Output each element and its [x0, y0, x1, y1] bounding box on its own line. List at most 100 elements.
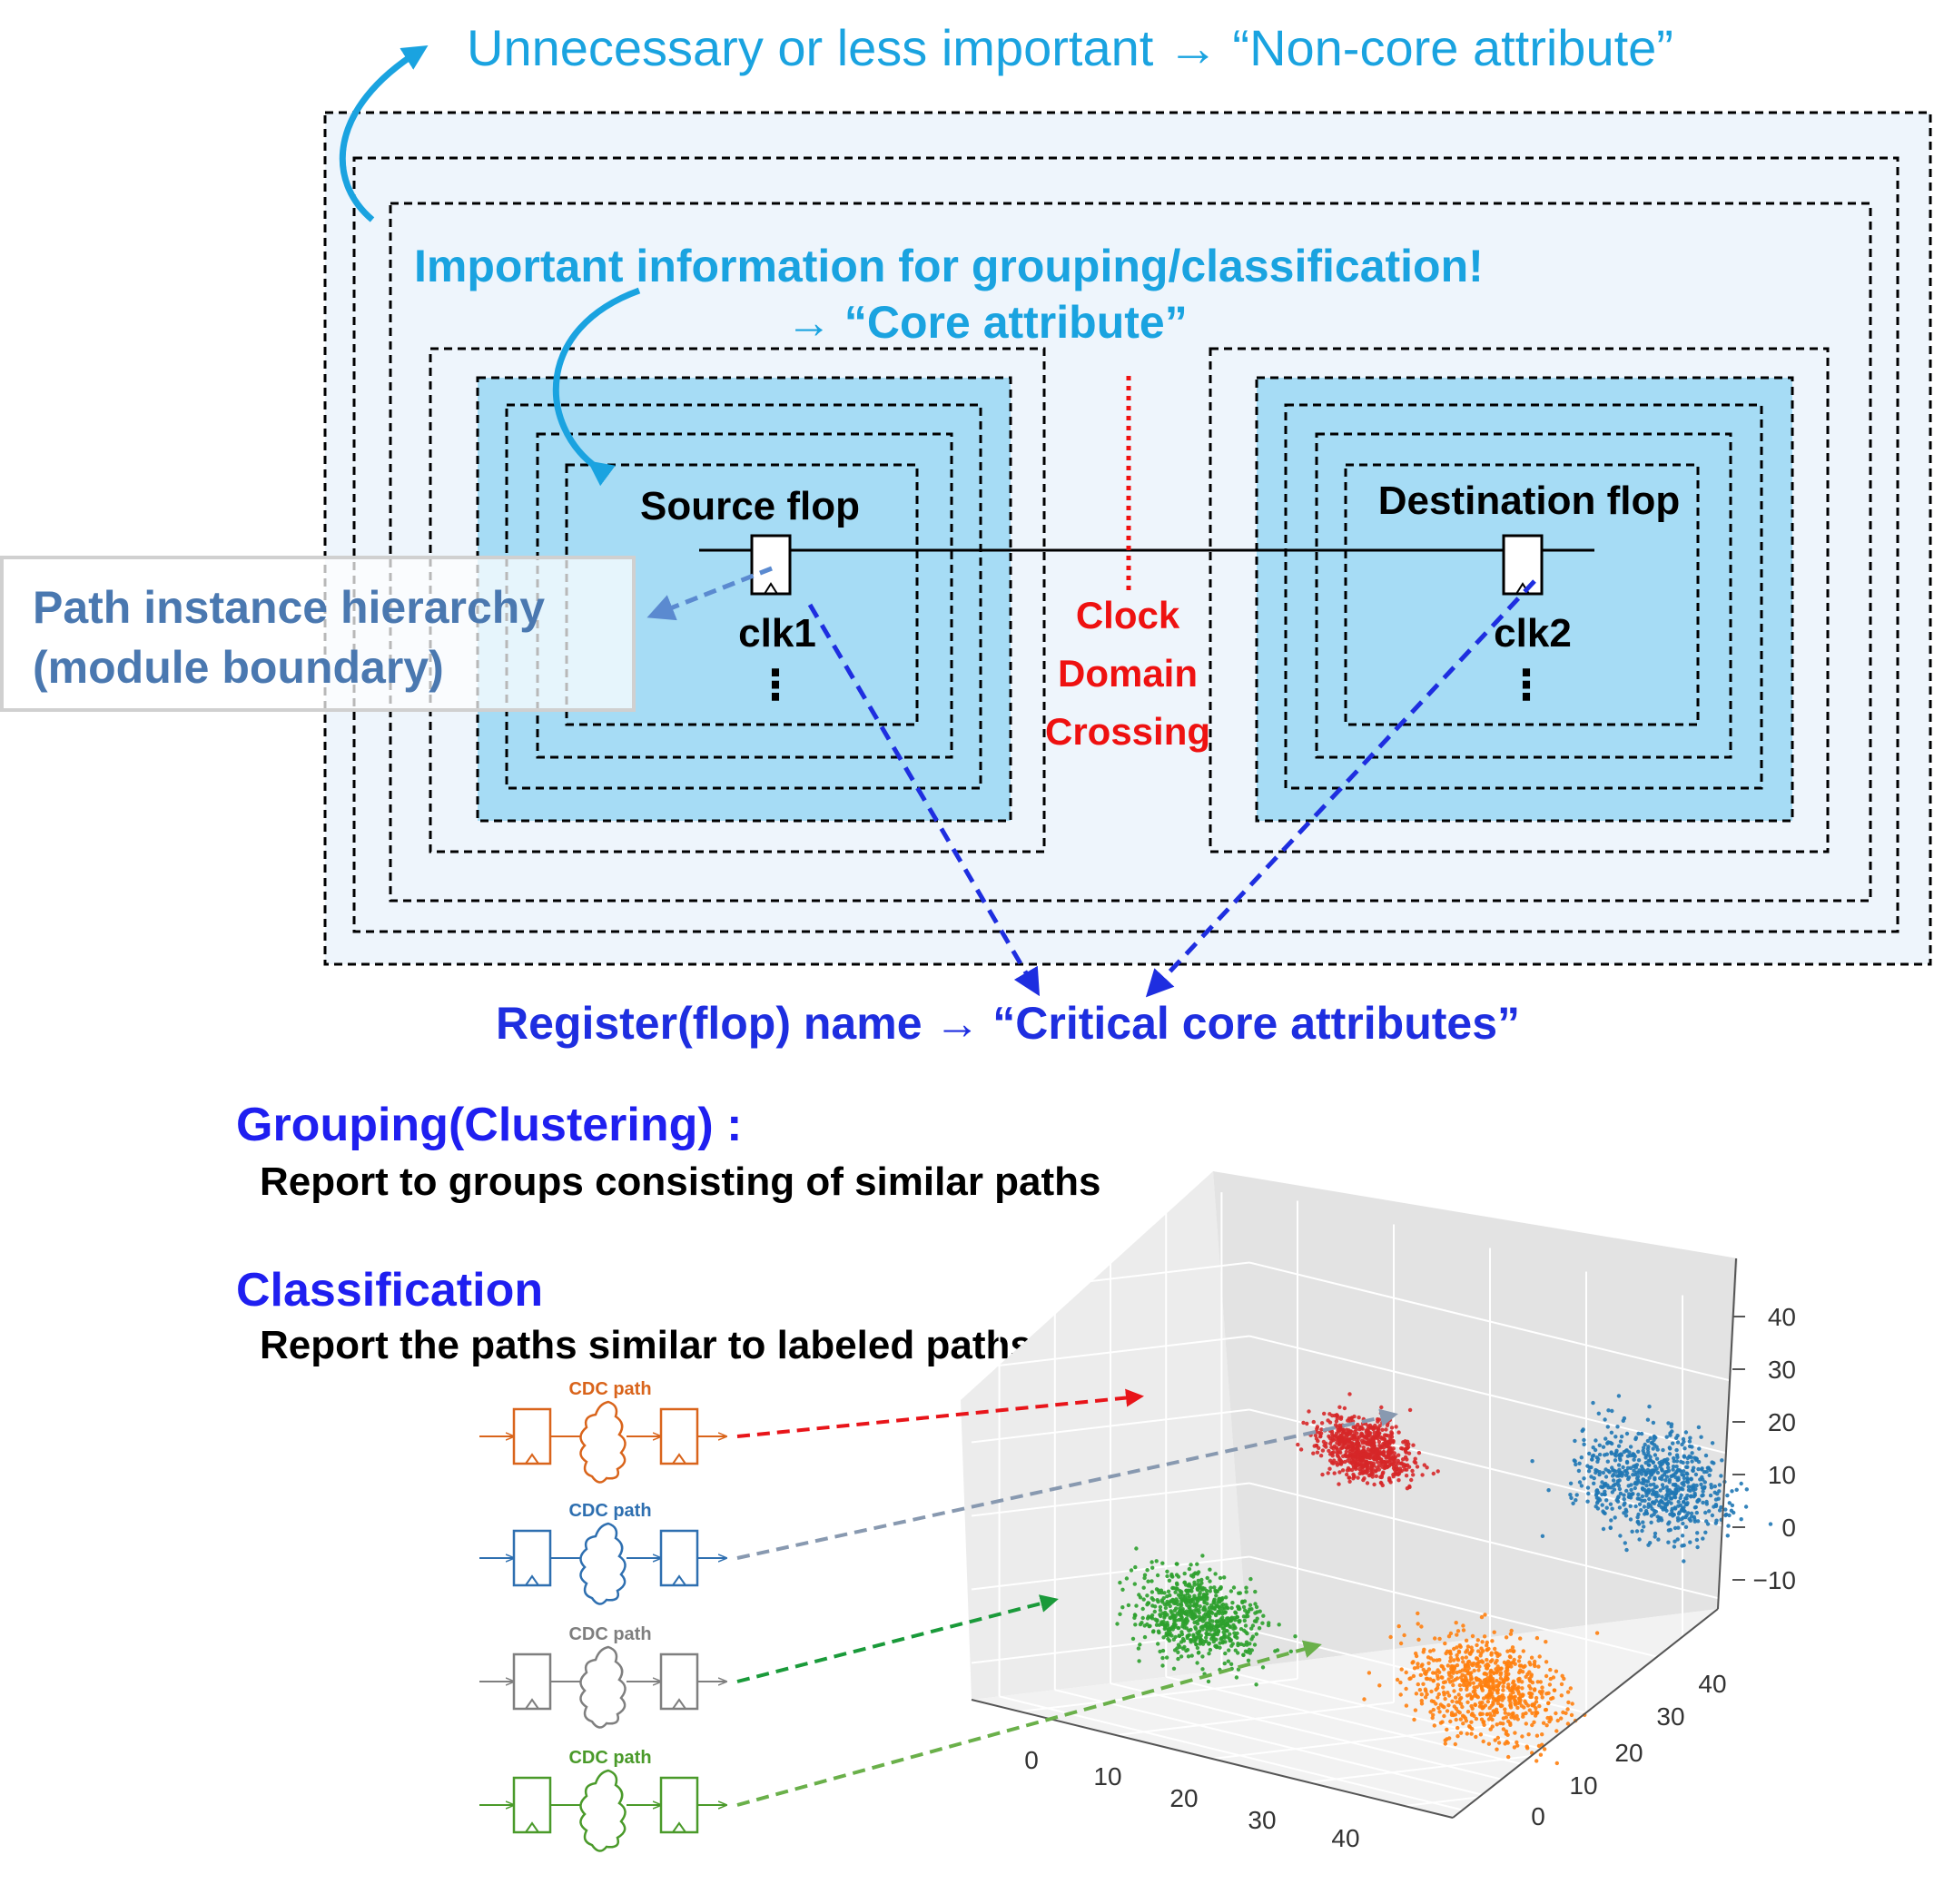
scatter-point — [1182, 1625, 1187, 1630]
scatter-point — [1662, 1472, 1667, 1477]
scatter-point — [1530, 1722, 1534, 1728]
scatter-point — [1645, 1446, 1651, 1452]
scatter-point — [1485, 1657, 1489, 1662]
scatter-point — [1525, 1746, 1530, 1751]
grid-line — [971, 1335, 1250, 1370]
scatter-point — [1469, 1662, 1474, 1666]
scatter-point — [1448, 1719, 1453, 1724]
scatter-point — [1643, 1442, 1647, 1447]
scatter-point — [1540, 1732, 1544, 1737]
scatter-point — [1666, 1421, 1671, 1426]
scatter-point — [1356, 1452, 1361, 1457]
scatter-point — [1480, 1660, 1485, 1664]
x-tick-label: 0 — [1024, 1746, 1039, 1774]
scatter-point — [1197, 1617, 1201, 1623]
cdc-clock-triangle — [672, 1574, 686, 1586]
scatter-point — [1161, 1596, 1166, 1601]
scatter-point — [1660, 1483, 1665, 1487]
scatter-point — [1332, 1444, 1337, 1449]
scatter-point — [1719, 1474, 1723, 1478]
scatter-point — [1337, 1405, 1342, 1410]
scatter-point — [1647, 1496, 1652, 1502]
scatter-point — [1189, 1563, 1193, 1567]
scatter-point — [1170, 1613, 1175, 1619]
scatter-point — [1485, 1684, 1490, 1689]
scatter-point — [1296, 1442, 1300, 1447]
scatter-point — [1544, 1673, 1549, 1679]
scatter-point — [1461, 1628, 1466, 1633]
scatter-point — [1357, 1456, 1362, 1461]
scatter-point — [1485, 1647, 1490, 1652]
scatter-point — [1388, 1457, 1393, 1463]
scatter-point — [1644, 1484, 1649, 1488]
scatter-point — [1661, 1485, 1666, 1491]
scatter-point — [1198, 1604, 1202, 1609]
scatter-point — [1606, 1485, 1611, 1490]
scatter-point — [1213, 1572, 1218, 1576]
scatter-point — [1356, 1475, 1360, 1480]
scatter-point — [1195, 1562, 1199, 1566]
scatter-point — [1177, 1633, 1181, 1638]
scatter-point — [1685, 1480, 1691, 1485]
grouping-description: Report to groups consisting of similar p… — [260, 1159, 1101, 1204]
scatter-point — [1704, 1499, 1709, 1504]
scatter-point — [1461, 1660, 1465, 1664]
scatter-point — [1534, 1759, 1539, 1763]
scatter-point — [1739, 1481, 1743, 1486]
scatter-point — [1544, 1660, 1549, 1664]
scatter-point — [1203, 1612, 1208, 1616]
scatter-point — [1495, 1669, 1500, 1673]
scatter-point — [1475, 1663, 1479, 1669]
destination-module-box-3 — [1284, 403, 1763, 790]
scatter-point — [1703, 1510, 1708, 1515]
scatter-point — [1412, 1666, 1417, 1671]
x-tick-label: 30 — [1248, 1806, 1276, 1834]
scatter-point — [1509, 1664, 1514, 1669]
scatter-point — [1195, 1586, 1200, 1591]
scatter-point — [1182, 1644, 1187, 1650]
scatter-point — [1682, 1500, 1686, 1504]
scatter-point — [1639, 1472, 1644, 1476]
scatter-point — [1623, 1541, 1628, 1545]
scatter-point — [1516, 1685, 1521, 1690]
scatter-point — [1211, 1639, 1217, 1644]
scatter-point — [1115, 1622, 1120, 1626]
scatter-point — [1192, 1580, 1197, 1585]
scatter-point — [1473, 1702, 1477, 1707]
scatter-point — [1518, 1668, 1523, 1672]
scatter-point — [1695, 1499, 1700, 1504]
scatter-point — [1376, 1432, 1381, 1436]
blue-cluster-arrow — [736, 1408, 1398, 1560]
scatter-point — [1487, 1695, 1492, 1701]
scatter-point — [1493, 1738, 1497, 1742]
scatter-point — [1481, 1720, 1485, 1725]
scatter-point — [1636, 1458, 1642, 1463]
scatter-point — [1651, 1446, 1655, 1451]
scatter-point — [1452, 1689, 1456, 1693]
core-attribute-line2: → “Core attribute” — [786, 297, 1188, 348]
scatter-point — [1160, 1648, 1166, 1653]
scatter-point — [1439, 1663, 1444, 1669]
scatter-point — [1679, 1459, 1683, 1465]
scatter-point — [1664, 1435, 1669, 1439]
scatter-point — [1398, 1680, 1403, 1685]
cdc-path-icon: CDC path — [479, 1624, 726, 1729]
scatter-point — [1701, 1493, 1705, 1498]
z-tick-label: 30 — [1768, 1356, 1796, 1384]
scatter-point — [1717, 1483, 1722, 1487]
scatter-point — [1173, 1634, 1178, 1640]
scatter-point — [1331, 1461, 1336, 1465]
scatter-point — [1455, 1670, 1459, 1675]
scatter-point — [1515, 1717, 1521, 1721]
source-module-box-3 — [505, 403, 982, 790]
scatter-point — [1527, 1708, 1533, 1712]
scatter-point — [1714, 1518, 1719, 1523]
scatter-point — [1223, 1640, 1228, 1644]
destination-module-box-5 — [1344, 463, 1700, 726]
scatter-point — [1419, 1702, 1425, 1706]
scatter-point — [1443, 1738, 1447, 1743]
scatter-point — [1571, 1501, 1575, 1506]
scatter-point — [1510, 1712, 1515, 1717]
scatter-point — [1649, 1473, 1653, 1477]
scatter-point — [1475, 1643, 1479, 1648]
